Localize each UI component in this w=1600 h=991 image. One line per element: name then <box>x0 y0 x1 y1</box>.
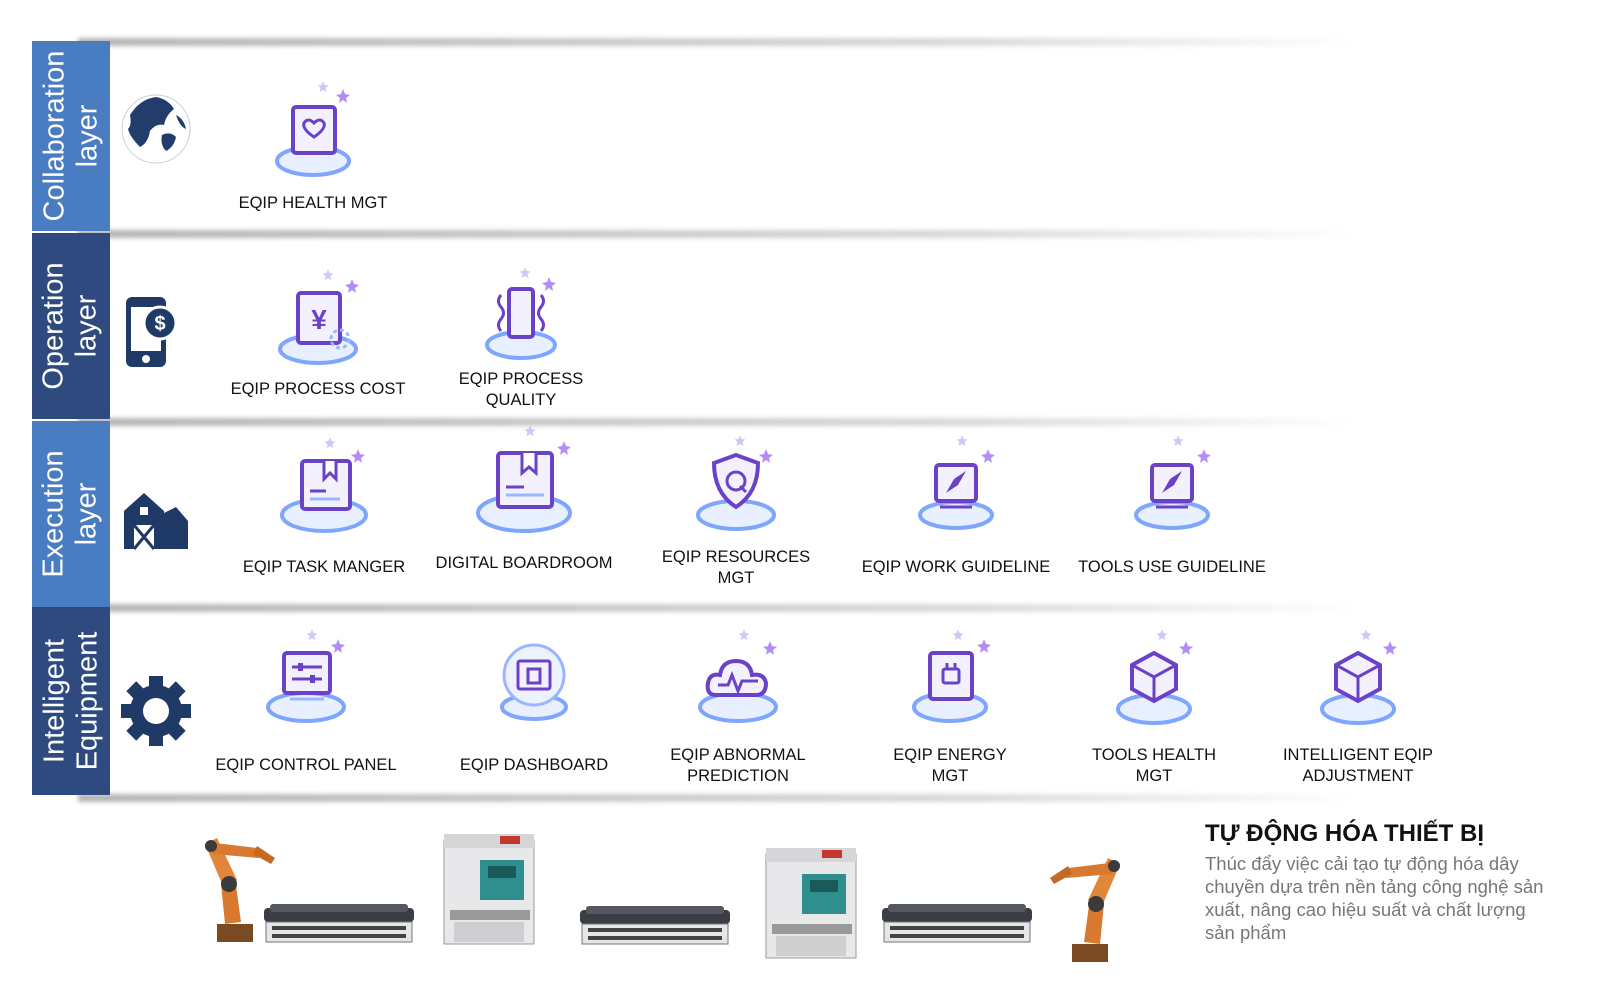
module-label: TOOLS HEALTH MGT <box>1054 745 1254 787</box>
shield-q-icon <box>676 431 796 541</box>
module-digital-boardroom[interactable]: DIGITAL BOARDROOM <box>424 421 624 574</box>
layer-title-line2: Equipment <box>71 632 104 771</box>
module-tools-health-mgt[interactable]: TOOLS HEALTH MGT <box>1054 627 1254 787</box>
module-label: EQIP ABNORMAL PREDICTION <box>638 745 838 787</box>
module-eqip-health-mgt[interactable]: EQIP HEALTH MGT <box>213 79 413 214</box>
module-label: DIGITAL BOARDROOM <box>424 553 624 574</box>
footer-title: TỰ ĐỘNG HÓA THIẾT BỊ <box>1205 820 1484 848</box>
press-machine-icon <box>762 844 862 969</box>
layer-title-line1: Operation <box>38 262 71 389</box>
module-eqip-resources-mgt[interactable]: EQIP RESOURCES MGT <box>636 431 836 589</box>
divider <box>78 794 1358 802</box>
bookmark-board-icon <box>464 421 584 539</box>
module-label: TOOLS USE GUIDELINE <box>1072 557 1272 578</box>
module-label: EQIP WORK GUIDELINE <box>856 557 1056 578</box>
conveyor-icon <box>880 902 1035 953</box>
conveyor-icon <box>578 904 733 955</box>
module-intelligent-eqip-adjustment[interactable]: INTELLIGENT EQIP ADJUSTMENT <box>1258 627 1458 787</box>
bookmark-screen-icon <box>264 429 384 539</box>
module-label: EQIP PROCESS COST <box>218 379 418 400</box>
svg-text:¥: ¥ <box>311 304 327 335</box>
robot-arm-icon <box>1040 848 1130 973</box>
vibrating-phone-icon <box>461 265 581 375</box>
layer-title-line2: layer <box>71 483 104 546</box>
layer-tab: Collaboration layer <box>32 41 110 231</box>
cube-icon <box>1094 627 1214 737</box>
module-label: EQIP HEALTH MGT <box>213 193 413 214</box>
module-eqip-process-cost[interactable]: ¥ EQIP PROCESS COST <box>218 265 418 400</box>
module-label: EQIP TASK MANGER <box>224 557 424 578</box>
compass-screen-icon <box>1112 431 1232 541</box>
conveyor-icon <box>262 902 417 953</box>
module-eqip-work-guideline[interactable]: EQIP WORK GUIDELINE <box>856 431 1056 578</box>
svg-text:$: $ <box>154 313 165 335</box>
compass-screen-icon <box>896 431 1016 541</box>
module-eqip-process-quality[interactable]: EQIP PROCESS QUALITY <box>421 265 621 411</box>
cube-icon <box>1298 627 1418 737</box>
layer-title-line1: Intelligent <box>38 639 71 763</box>
health-monitor-icon <box>253 79 373 189</box>
mobile-dollar-icon: $ <box>120 289 192 373</box>
module-eqip-energy-mgt[interactable]: EQIP ENERGY MGT <box>850 627 1050 787</box>
collaboration-layer: Collaboration layer EQIP HEALTH MGT <box>32 41 1352 231</box>
layer-tab: Execution layer <box>32 421 110 607</box>
module-eqip-dashboard[interactable]: EQIP DASHBOARD <box>434 629 634 776</box>
module-label: EQIP DASHBOARD <box>434 755 634 776</box>
barn-icon <box>120 477 192 561</box>
control-panel-icon <box>246 627 366 737</box>
globe-icon <box>120 85 192 169</box>
layer-title-line2: layer <box>71 105 104 168</box>
cloud-pulse-icon <box>678 627 798 737</box>
module-eqip-task-manger[interactable]: EQIP TASK MANGER <box>224 429 424 578</box>
footer-description: Thúc đẩy việc cải tạo tự động hóa dây ch… <box>1205 852 1555 944</box>
module-eqip-control-panel[interactable]: EQIP CONTROL PANEL <box>206 627 406 776</box>
gear-icon <box>120 669 192 753</box>
press-machine-icon <box>440 830 540 955</box>
module-label: EQIP RESOURCES MGT <box>636 547 836 589</box>
intelligent-equipment-layer: Intelligent Equipment <box>32 607 1352 795</box>
execution-layer: Execution layer EQIP TASK MANGER <box>32 421 1352 607</box>
module-eqip-abnormal-prediction[interactable]: EQIP ABNORMAL PREDICTION <box>638 627 838 787</box>
module-label: INTELLIGENT EQIP ADJUSTMENT <box>1258 745 1458 787</box>
layer-tab: Intelligent Equipment <box>32 607 110 795</box>
operation-layer: Operation layer $ ¥ EQIP PROCESS COST <box>32 233 1352 419</box>
layer-title-line2: layer <box>71 295 104 358</box>
energy-plug-icon <box>890 627 1010 737</box>
module-label: EQIP ENERGY MGT <box>850 745 1050 787</box>
layer-tab: Operation layer <box>32 233 110 419</box>
layer-title-line1: Collaboration <box>38 51 71 222</box>
layer-title-line1: Execution <box>38 450 71 577</box>
dashboard-sphere-icon <box>474 629 594 739</box>
module-tools-use-guideline[interactable]: TOOLS USE GUIDELINE <box>1072 431 1272 578</box>
module-label: EQIP PROCESS QUALITY <box>421 369 621 411</box>
yen-board-icon: ¥ <box>258 265 378 375</box>
module-label: EQIP CONTROL PANEL <box>206 755 406 776</box>
